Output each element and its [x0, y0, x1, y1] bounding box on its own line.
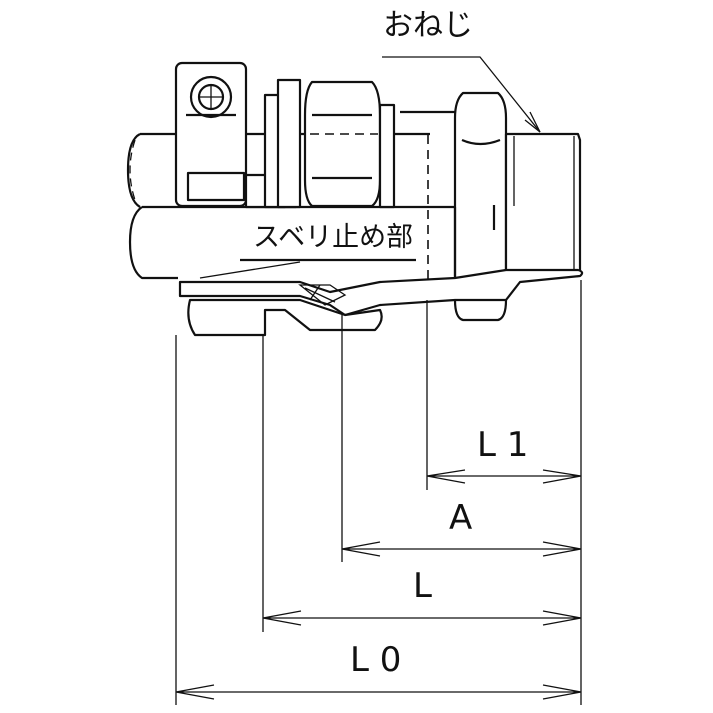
dim-L1-label: L 1 [477, 425, 528, 465]
ring [244, 78, 302, 209]
union-nut [303, 80, 455, 209]
clamp [174, 61, 248, 208]
lower-section [178, 268, 584, 337]
dim-A-label: A [449, 498, 472, 538]
thread-leader [382, 56, 541, 133]
dim-L-label: L [413, 566, 432, 606]
dimension-lines [175, 280, 582, 705]
dim-L [262, 610, 582, 626]
dim-L1 [426, 469, 582, 484]
dim-L0 [175, 684, 582, 700]
male-thread [492, 132, 582, 278]
anti-slip-label: スベリ止め部 [253, 222, 413, 253]
dim-A [341, 541, 582, 557]
male-thread-label: おねじ [383, 8, 473, 43]
dim-L0-label: L 0 [350, 640, 401, 680]
body-hex [453, 91, 508, 322]
